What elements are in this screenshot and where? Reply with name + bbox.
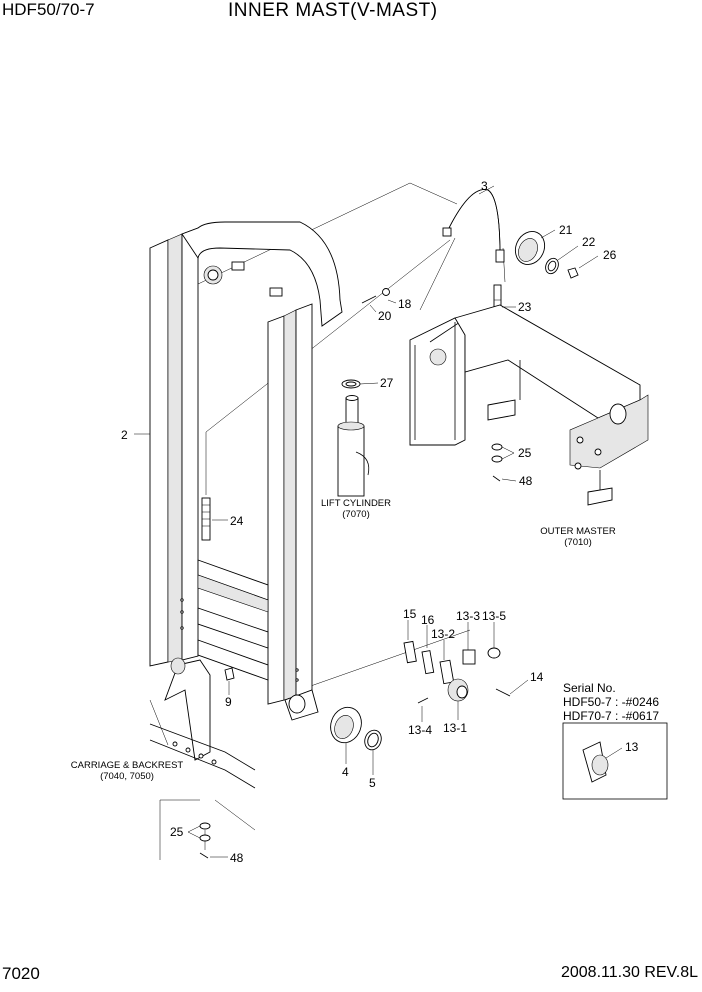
outer-mast [409, 304, 649, 506]
chain-anchor [201, 497, 211, 541]
pin-group [361, 288, 390, 304]
callout-4: 4 [342, 765, 349, 779]
nut-washer-lower [199, 822, 211, 859]
serial-line-1: HDF50-7 : -#0246 [563, 695, 659, 709]
callout-15: 15 [403, 607, 417, 621]
nut-washer-upper [491, 443, 503, 482]
callout-18: 18 [398, 297, 412, 311]
page-number: 7020 [2, 964, 40, 983]
lift-cylinder [337, 379, 370, 497]
outer-master-code: (7010) [564, 537, 591, 548]
inner-mast [149, 221, 343, 721]
callout-13-1: 13-1 [443, 721, 467, 735]
callout-27: 27 [380, 376, 394, 390]
callout-13-4: 13-4 [408, 723, 432, 737]
side-roller-assembly [403, 640, 511, 704]
lift-chain [442, 189, 505, 263]
carriage-label: CARRIAGE & BACKREST [71, 760, 184, 771]
callout-23: 23 [518, 300, 532, 314]
callout-5: 5 [369, 776, 376, 790]
chain-sheave-group [514, 231, 579, 279]
model-number: HDF50/70-7 [2, 0, 95, 19]
serial-line-2: HDF70-7 : -#0617 [563, 709, 659, 723]
callout-48-lower: 48 [230, 851, 244, 865]
carriage [149, 657, 256, 789]
callout-13: 13 [625, 740, 639, 754]
callout-26: 26 [603, 248, 617, 262]
lift-cylinder-code: (7070) [342, 509, 369, 520]
carriage-code: (7040, 7050) [100, 771, 154, 782]
lift-cylinder-label: LIFT CYLINDER [321, 498, 391, 509]
callout-9: 9 [225, 695, 232, 709]
callout-13-3: 13-3 [456, 609, 480, 623]
callout-48-upper: 48 [519, 474, 533, 488]
callout-16: 16 [421, 613, 435, 627]
callout-3: 3 [481, 179, 488, 193]
outer-master-label: OUTER MASTER [540, 526, 616, 537]
callout-20: 20 [378, 309, 392, 323]
callout-24: 24 [230, 514, 244, 528]
serial-title: Serial No. [563, 681, 616, 695]
main-roller [288, 694, 382, 751]
callout-14: 14 [530, 670, 544, 684]
callout-2: 2 [121, 428, 128, 442]
callout-21: 21 [559, 223, 573, 237]
page-title: INNER MAST(V-MAST) [228, 0, 438, 21]
revision-date: 2008.11.30 REV.8L [560, 964, 698, 981]
callout-25-lower: 25 [170, 825, 184, 839]
callout-13-2: 13-2 [431, 627, 455, 641]
serial-detail-box [562, 722, 668, 800]
callout-22: 22 [582, 235, 596, 249]
callout-13-5: 13-5 [482, 609, 506, 623]
leader-lines [134, 185, 623, 858]
callout-25-upper: 25 [518, 446, 532, 460]
